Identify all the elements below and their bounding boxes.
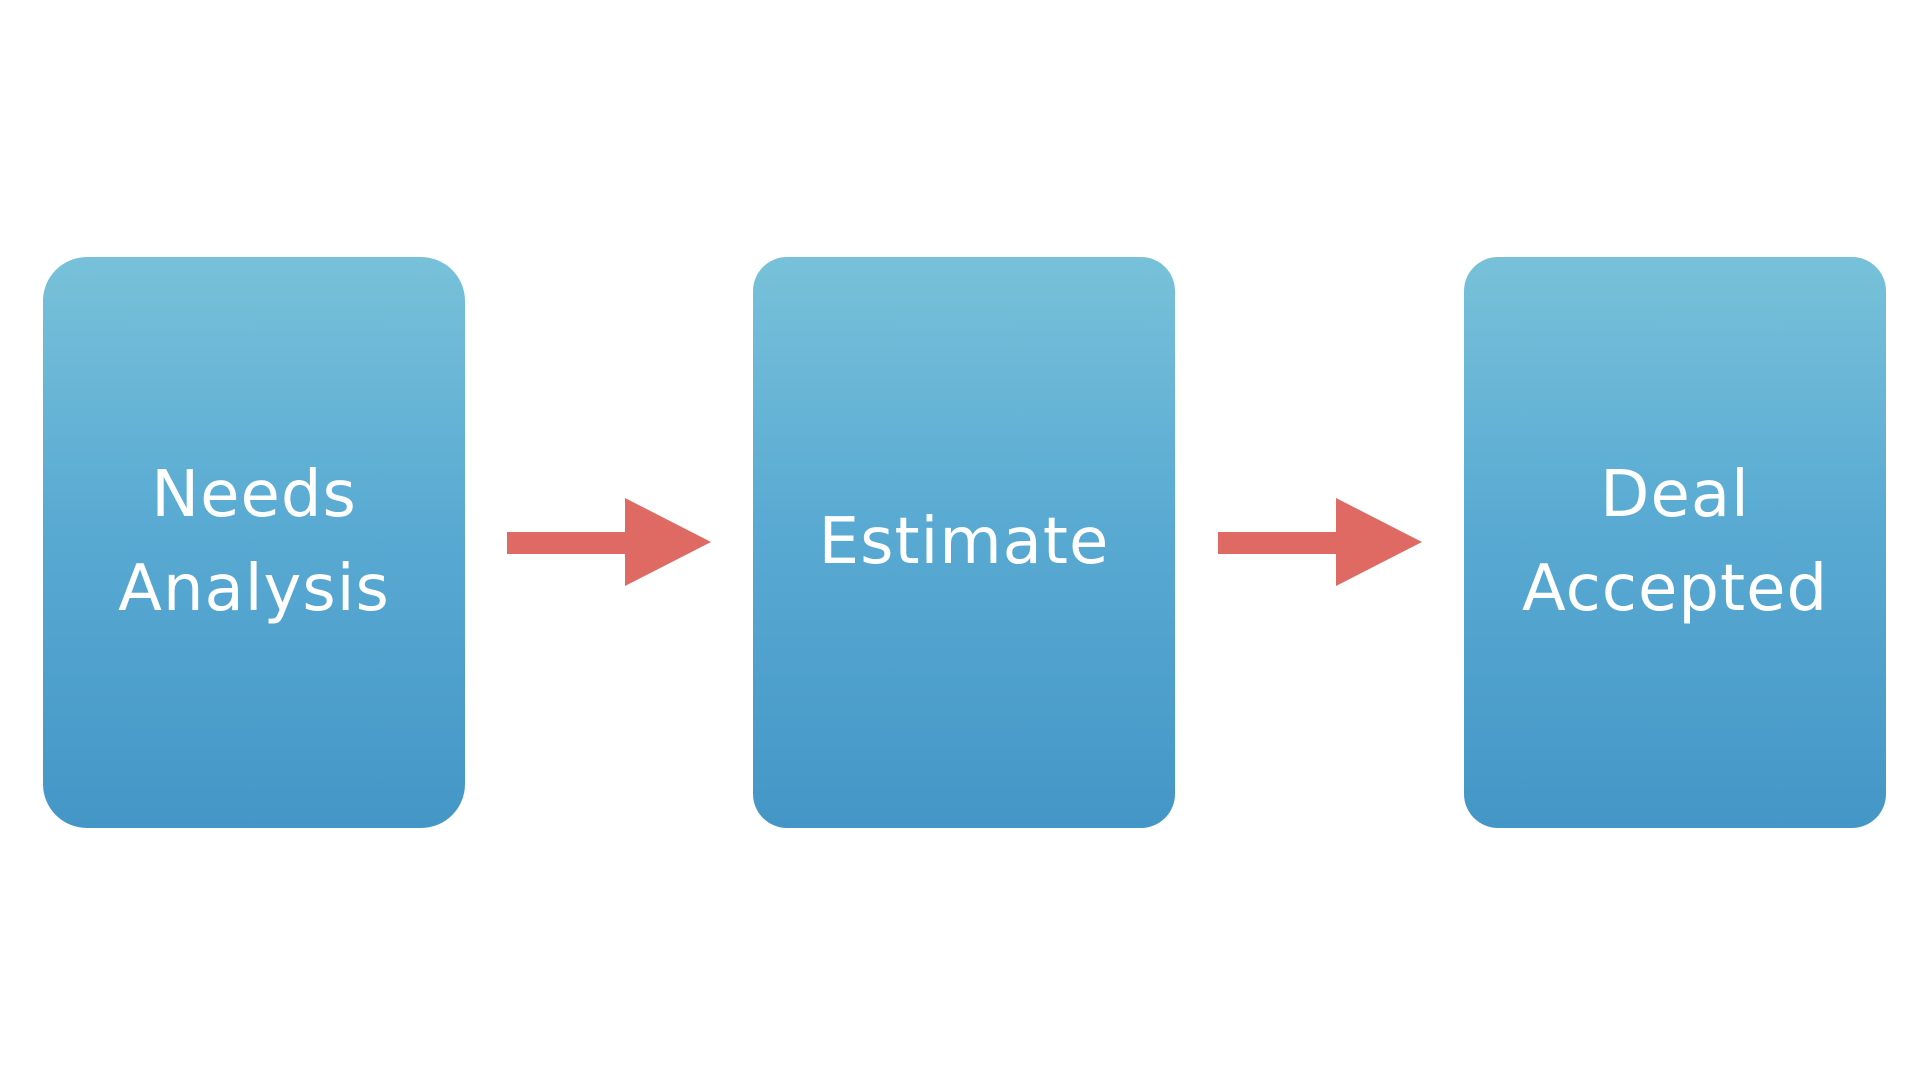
stage-label-needs-analysis: Needs Analysis bbox=[118, 457, 390, 626]
arrow-right-icon bbox=[1218, 498, 1422, 586]
stage-needs-analysis: Needs Analysis bbox=[43, 257, 465, 828]
arrow-shape bbox=[1218, 498, 1422, 586]
arrow-shape bbox=[507, 498, 711, 586]
stage-label-deal-accepted: Deal Accepted bbox=[1521, 457, 1829, 626]
stage-label-estimate: Estimate bbox=[818, 504, 1110, 579]
arrow-right-icon bbox=[507, 498, 711, 586]
stage-deal-accepted: Deal Accepted bbox=[1464, 257, 1886, 828]
stage-estimate: Estimate bbox=[753, 257, 1175, 828]
